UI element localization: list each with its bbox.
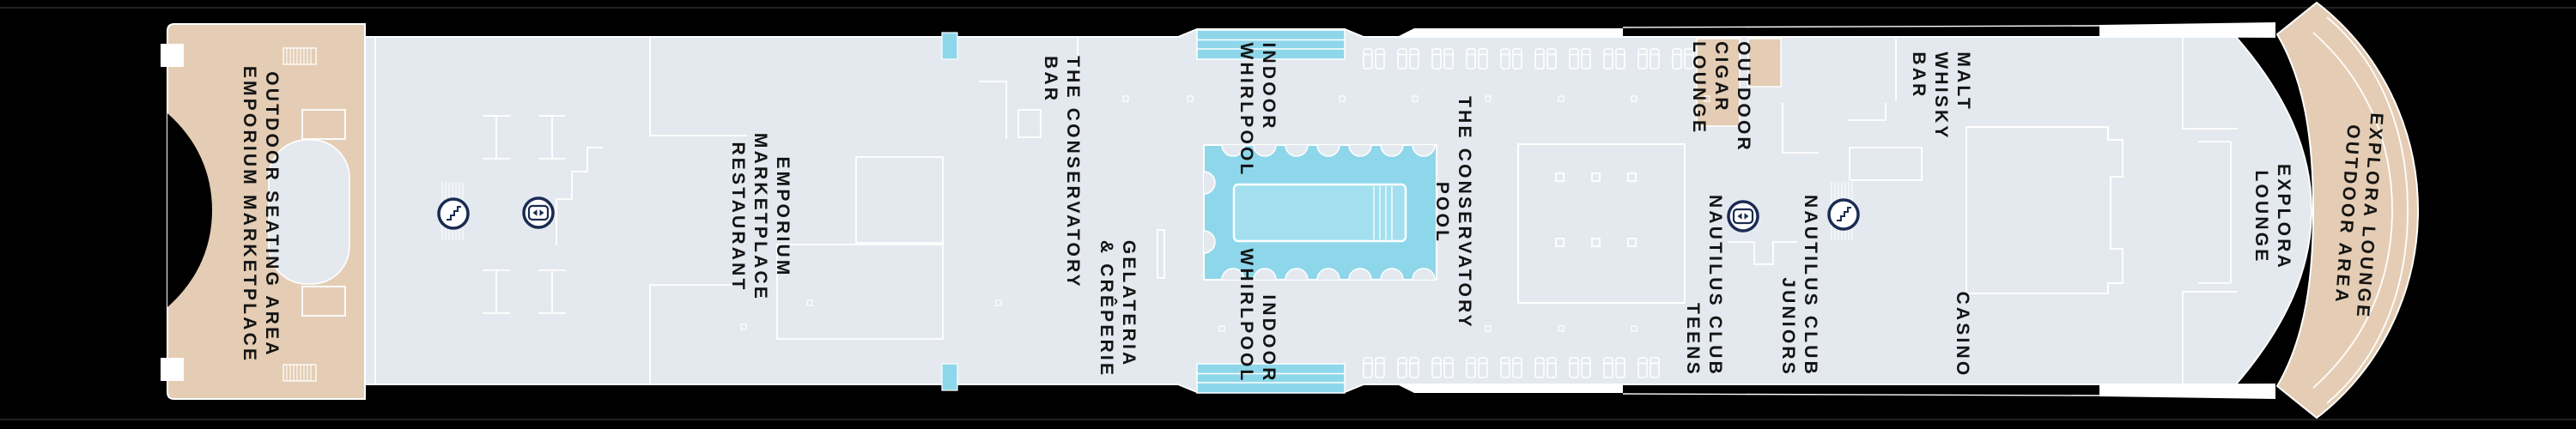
hull-side-bands bbox=[1397, 22, 2275, 399]
stern-outdoor-deck bbox=[161, 23, 366, 400]
elevator-icon bbox=[1727, 200, 1759, 233]
casino-room-outline bbox=[1965, 126, 2123, 294]
stern-pavilion bbox=[268, 139, 350, 285]
indoor-whirlpool-bottom-water bbox=[1196, 363, 1346, 394]
conservatory-pool-water bbox=[1203, 144, 1437, 281]
area-label-outdoor-cigar-lounge: OUTDOOR CIGAR LOUNGE bbox=[1689, 41, 1753, 153]
area-label-emporium-marketplace-restaurant: EMPORIUM MARKETPLACE RESTAURANT bbox=[728, 132, 793, 302]
area-label-conservatory-bar: THE CONSERVATORY BAR bbox=[1041, 56, 1083, 289]
area-label-nautilus-club-juniors: NAUTILUS CLUB JUNIORS bbox=[1778, 195, 1820, 377]
area-label-indoor-whirlpool-bottom: INDOOR WHIRLPOOL bbox=[1236, 248, 1279, 384]
area-label-nautilus-club-teens: NAUTILUS CLUB TEENS bbox=[1683, 195, 1725, 377]
stern-notch-bottom bbox=[161, 358, 184, 381]
area-label-malt-whisky-bar: MALT WHISKY BAR bbox=[1909, 51, 1973, 141]
area-label-indoor-whirlpool-top: INDOOR WHIRLPOOL bbox=[1236, 42, 1279, 178]
outdoor-cigar-lounge-area bbox=[1696, 38, 1782, 127]
area-label-emporium-marketplace-outdoor-seating: EMPORIUM MARKETPLACE OUTDOOR SEATING ARE… bbox=[240, 65, 282, 364]
bow-outdoor-deck bbox=[2276, 2, 2419, 419]
stern-notch-top bbox=[161, 44, 184, 67]
stairs-icon bbox=[1827, 198, 1860, 231]
area-label-casino: CASINO bbox=[1953, 291, 1972, 378]
area-label-gelateria-creperie: GELATERIA & CRÊPERIE bbox=[1097, 239, 1139, 378]
whirlpool-tub-top bbox=[941, 32, 958, 60]
area-label-conservatory-pool: THE CONSERVATORY POOL bbox=[1432, 96, 1474, 329]
stairs-icon bbox=[437, 197, 470, 230]
area-label-explora-lounge: EXPLORA LOUNGE bbox=[2251, 164, 2293, 270]
whirlpool-tub-bottom bbox=[941, 363, 958, 391]
indoor-whirlpool-top-water bbox=[1196, 29, 1346, 60]
conservatory-room-outline bbox=[1517, 143, 1686, 304]
stern-stairs-hatch-top bbox=[283, 47, 317, 65]
elevator-icon bbox=[522, 196, 555, 229]
interior-room-outlines bbox=[374, 38, 2238, 384]
lap-pool bbox=[1232, 183, 1407, 243]
stern-stairs-hatch-bottom bbox=[283, 364, 317, 382]
